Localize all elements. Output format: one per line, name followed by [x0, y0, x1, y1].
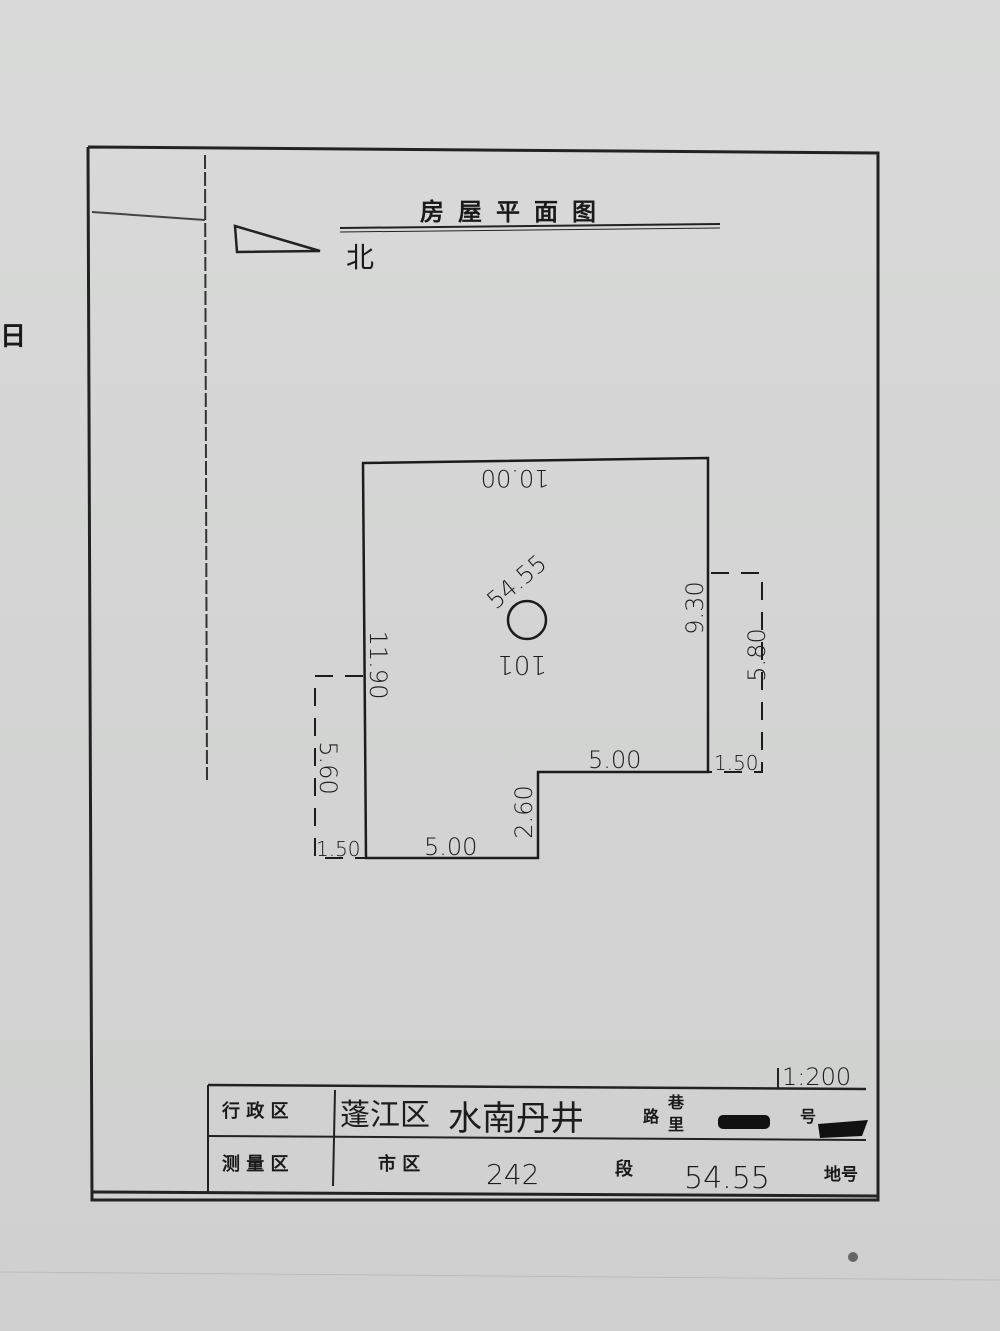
- dim-left-dashed: 5.60: [314, 741, 342, 794]
- road-label: 路: [643, 1107, 660, 1126]
- dim-right-step: 1.50: [714, 751, 759, 775]
- title-underline-2: [339, 227, 721, 233]
- corner-line: [91, 211, 206, 221]
- dim-right-dashed: 5.80: [743, 628, 771, 681]
- street-value: 水南丹井: [448, 1099, 584, 1139]
- city-district-label: 市 区: [378, 1153, 420, 1175]
- page-edge: [0, 1271, 1000, 1281]
- lane-label: 巷: [667, 1093, 685, 1112]
- dim-notch-height: 2.60: [510, 785, 538, 838]
- admin-district-label: 行 政 区: [221, 1100, 289, 1122]
- dim-right: 9.30: [681, 581, 709, 634]
- edge-character: 日: [0, 322, 26, 352]
- north-label: 北: [346, 241, 374, 274]
- dim-top: 10.00: [481, 464, 550, 492]
- lot-label: 地号: [824, 1164, 858, 1185]
- table-top-line: [207, 1083, 867, 1091]
- outer-frame: [86, 145, 880, 1202]
- page-title: 房屋平面图: [420, 197, 610, 226]
- number-label: 号: [800, 1107, 816, 1126]
- district-value: 蓬江区: [340, 1098, 430, 1133]
- dim-left: 11.90: [364, 631, 392, 700]
- dim-bottom-left: 5.00: [424, 833, 477, 861]
- section-value: 242: [486, 1158, 539, 1191]
- unit-number: 101: [497, 649, 547, 679]
- paper-dot: [848, 1252, 858, 1262]
- scale-label: 1:200: [782, 1063, 851, 1091]
- dim-notch-top: 5.00: [588, 746, 641, 774]
- survey-district-label: 测 量 区: [222, 1153, 289, 1175]
- redacted-number: [718, 1115, 770, 1129]
- table-bottom-line: [91, 1190, 879, 1198]
- dim-left-step: 1.50: [316, 837, 361, 861]
- table-divider: [332, 1089, 336, 1187]
- section-label: 段: [615, 1158, 634, 1180]
- title-underline: [339, 223, 721, 229]
- unit-circle: [506, 599, 548, 641]
- right-dashed-outline: [708, 572, 763, 773]
- lot-value: 54.55: [684, 1161, 770, 1196]
- table-mid-line: [207, 1135, 867, 1141]
- north-arrow-icon: [233, 224, 321, 254]
- left-dashed-outline: [314, 675, 366, 859]
- inner-border-line: [204, 154, 208, 781]
- redacted-scribble: [818, 1120, 868, 1138]
- li-label: 里: [668, 1115, 684, 1134]
